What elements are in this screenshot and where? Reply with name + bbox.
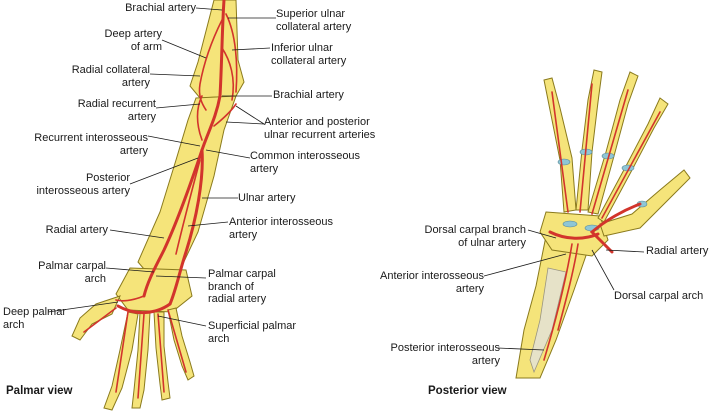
posterior-digital-arteries <box>551 83 661 219</box>
label-deep-palmar-arch: Deep palmar arch <box>3 306 66 331</box>
palmar-radial-recurrent <box>196 95 203 141</box>
label-brachial-artery: Brachial artery <box>273 89 344 101</box>
label-dorsal-carpal-arch: Dorsal carpal arch <box>614 290 704 302</box>
label-anterior-interosseous-artery: Anterior interosseous artery <box>229 216 333 241</box>
label-palmar-carpal-branch-radial-artery: Palmar carpal branch of radial artery <box>208 268 276 305</box>
palmar-finger-4 <box>167 307 195 381</box>
label-posterior-interosseous-artery-dorsal: Posterior interosseous artery <box>390 342 500 367</box>
posterior-finger-1 <box>543 77 577 213</box>
label-common-interosseous-artery: Common interosseous artery <box>250 150 361 175</box>
posterior-radial-artery <box>589 202 642 254</box>
palmar-interosseous-artery <box>175 159 201 255</box>
label-radial-recurrent-artery: Radial recurrent artery <box>77 98 156 123</box>
palmar-inferior-ulnar-collateral <box>221 47 235 101</box>
label-superior-ulnar-collateral-artery: Superior ulnar collateral artery <box>276 8 352 33</box>
label-posterior-radial-artery: Radial artery <box>646 245 709 257</box>
palmar-digital-arteries <box>83 307 187 399</box>
label-recurrent-interosseous-artery: Recurrent interosseous artery <box>34 132 148 157</box>
label-ulnar-recurrent-arteries: Anterior and posterior ulnar recurrent a… <box>264 116 376 141</box>
palmar-deep-arch <box>115 295 145 302</box>
posterior-view-drawing <box>515 69 691 379</box>
label-palmar-carpal-arch: Palmar carpal arch <box>38 260 106 285</box>
label-deep-artery-of-arm: Deep artery of arm <box>104 28 162 53</box>
label-radial-artery: Radial artery <box>45 224 108 236</box>
palmar-view-title: Palmar view <box>6 385 73 397</box>
label-superficial-palmar-arch: Superficial palmar arch <box>208 320 297 345</box>
label-dorsal-carpal-branch-ulnar-artery: Dorsal carpal branch of ulnar artery <box>424 224 527 249</box>
palmar-view-drawing <box>71 0 245 411</box>
posterior-finger-2 <box>575 69 603 211</box>
palmar-thumb-bones <box>71 295 121 341</box>
label-ulnar-artery: Ulnar artery <box>238 192 296 204</box>
palmar-ulnar-recurrent <box>213 103 237 127</box>
posterior-interosseous-arteries <box>543 243 579 361</box>
label-radial-collateral-artery: Radial collateral artery <box>71 64 150 89</box>
palmar-brachial-artery <box>200 0 226 152</box>
palmar-radial-artery <box>142 148 204 298</box>
palmar-deep-artery-of-arm <box>198 19 223 111</box>
label-posterior-interosseous-artery: Posterior interosseous artery <box>36 172 130 197</box>
palmar-superficial-arch <box>116 302 172 314</box>
label-leader-lines <box>47 7 645 351</box>
palmar-ulnar-artery <box>168 148 204 306</box>
label-posterior-anterior-interosseous-artery: Anterior interosseous artery <box>380 270 484 295</box>
posterior-view-title: Posterior view <box>428 385 507 397</box>
label-inferior-ulnar-collateral-artery: Inferior ulnar collateral artery <box>271 42 347 67</box>
posterior-dorsal-carpal-arch <box>548 230 600 240</box>
label-brachial-artery-top: Brachial artery <box>125 2 196 14</box>
